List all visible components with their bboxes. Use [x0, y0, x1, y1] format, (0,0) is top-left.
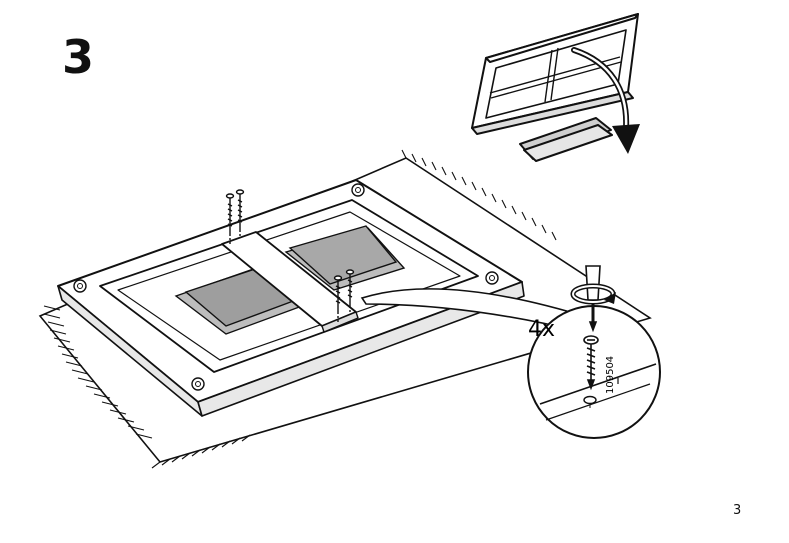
rotation-arrow-icon — [570, 283, 616, 305]
cross-bar — [221, 231, 359, 333]
part-number: 109504 — [605, 356, 616, 394]
step-number: 3 — [62, 30, 95, 84]
screw-quantity: 4x — [528, 317, 555, 342]
screw-icon — [225, 189, 355, 322]
screw-icon — [583, 335, 599, 391]
page-number: 3 — [733, 503, 742, 518]
detail-magnifier — [527, 305, 661, 439]
flip-arrow-icon — [571, 47, 640, 154]
flip-frame-inset — [471, 13, 639, 162]
